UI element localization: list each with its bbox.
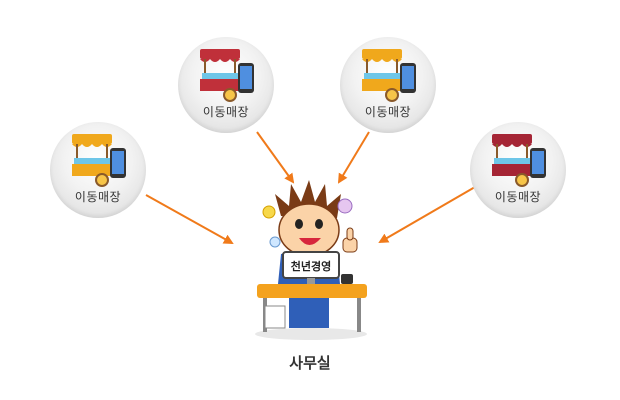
mobile-store-node: 이동매장 (340, 37, 436, 133)
arrow-from-store-1 (145, 194, 234, 244)
character-face (278, 203, 340, 257)
flower-icon (269, 236, 281, 248)
monitor-text: 천년경영 (291, 259, 331, 273)
office-illustration: 천년경영 (255, 180, 367, 340)
food-cart-phone-icon (200, 49, 254, 102)
mobile-store-node: 이동매장 (178, 37, 274, 133)
cart-awning (72, 134, 112, 144)
store-label: 이동매장 (364, 105, 412, 119)
store-label: 이동매장 (202, 105, 250, 119)
food-cart-phone-icon (492, 134, 546, 187)
store-label: 이동매장 (494, 190, 542, 204)
mobile-store-node: 이동매장 (50, 122, 146, 218)
office-label: 사무실 (289, 354, 331, 372)
flower-icon (262, 205, 276, 219)
store-label: 이동매장 (74, 190, 122, 204)
food-cart-phone-icon (362, 49, 416, 102)
food-cart-phone-icon (72, 134, 126, 187)
arrow-from-store-3 (337, 131, 370, 184)
mobile-store-node: 이동매장 (470, 122, 566, 218)
arrow-from-store-2 (256, 131, 295, 184)
phone-icon (341, 274, 353, 284)
desk (257, 284, 367, 298)
flower-icon (337, 198, 353, 214)
arrow-from-store-4 (378, 186, 476, 244)
